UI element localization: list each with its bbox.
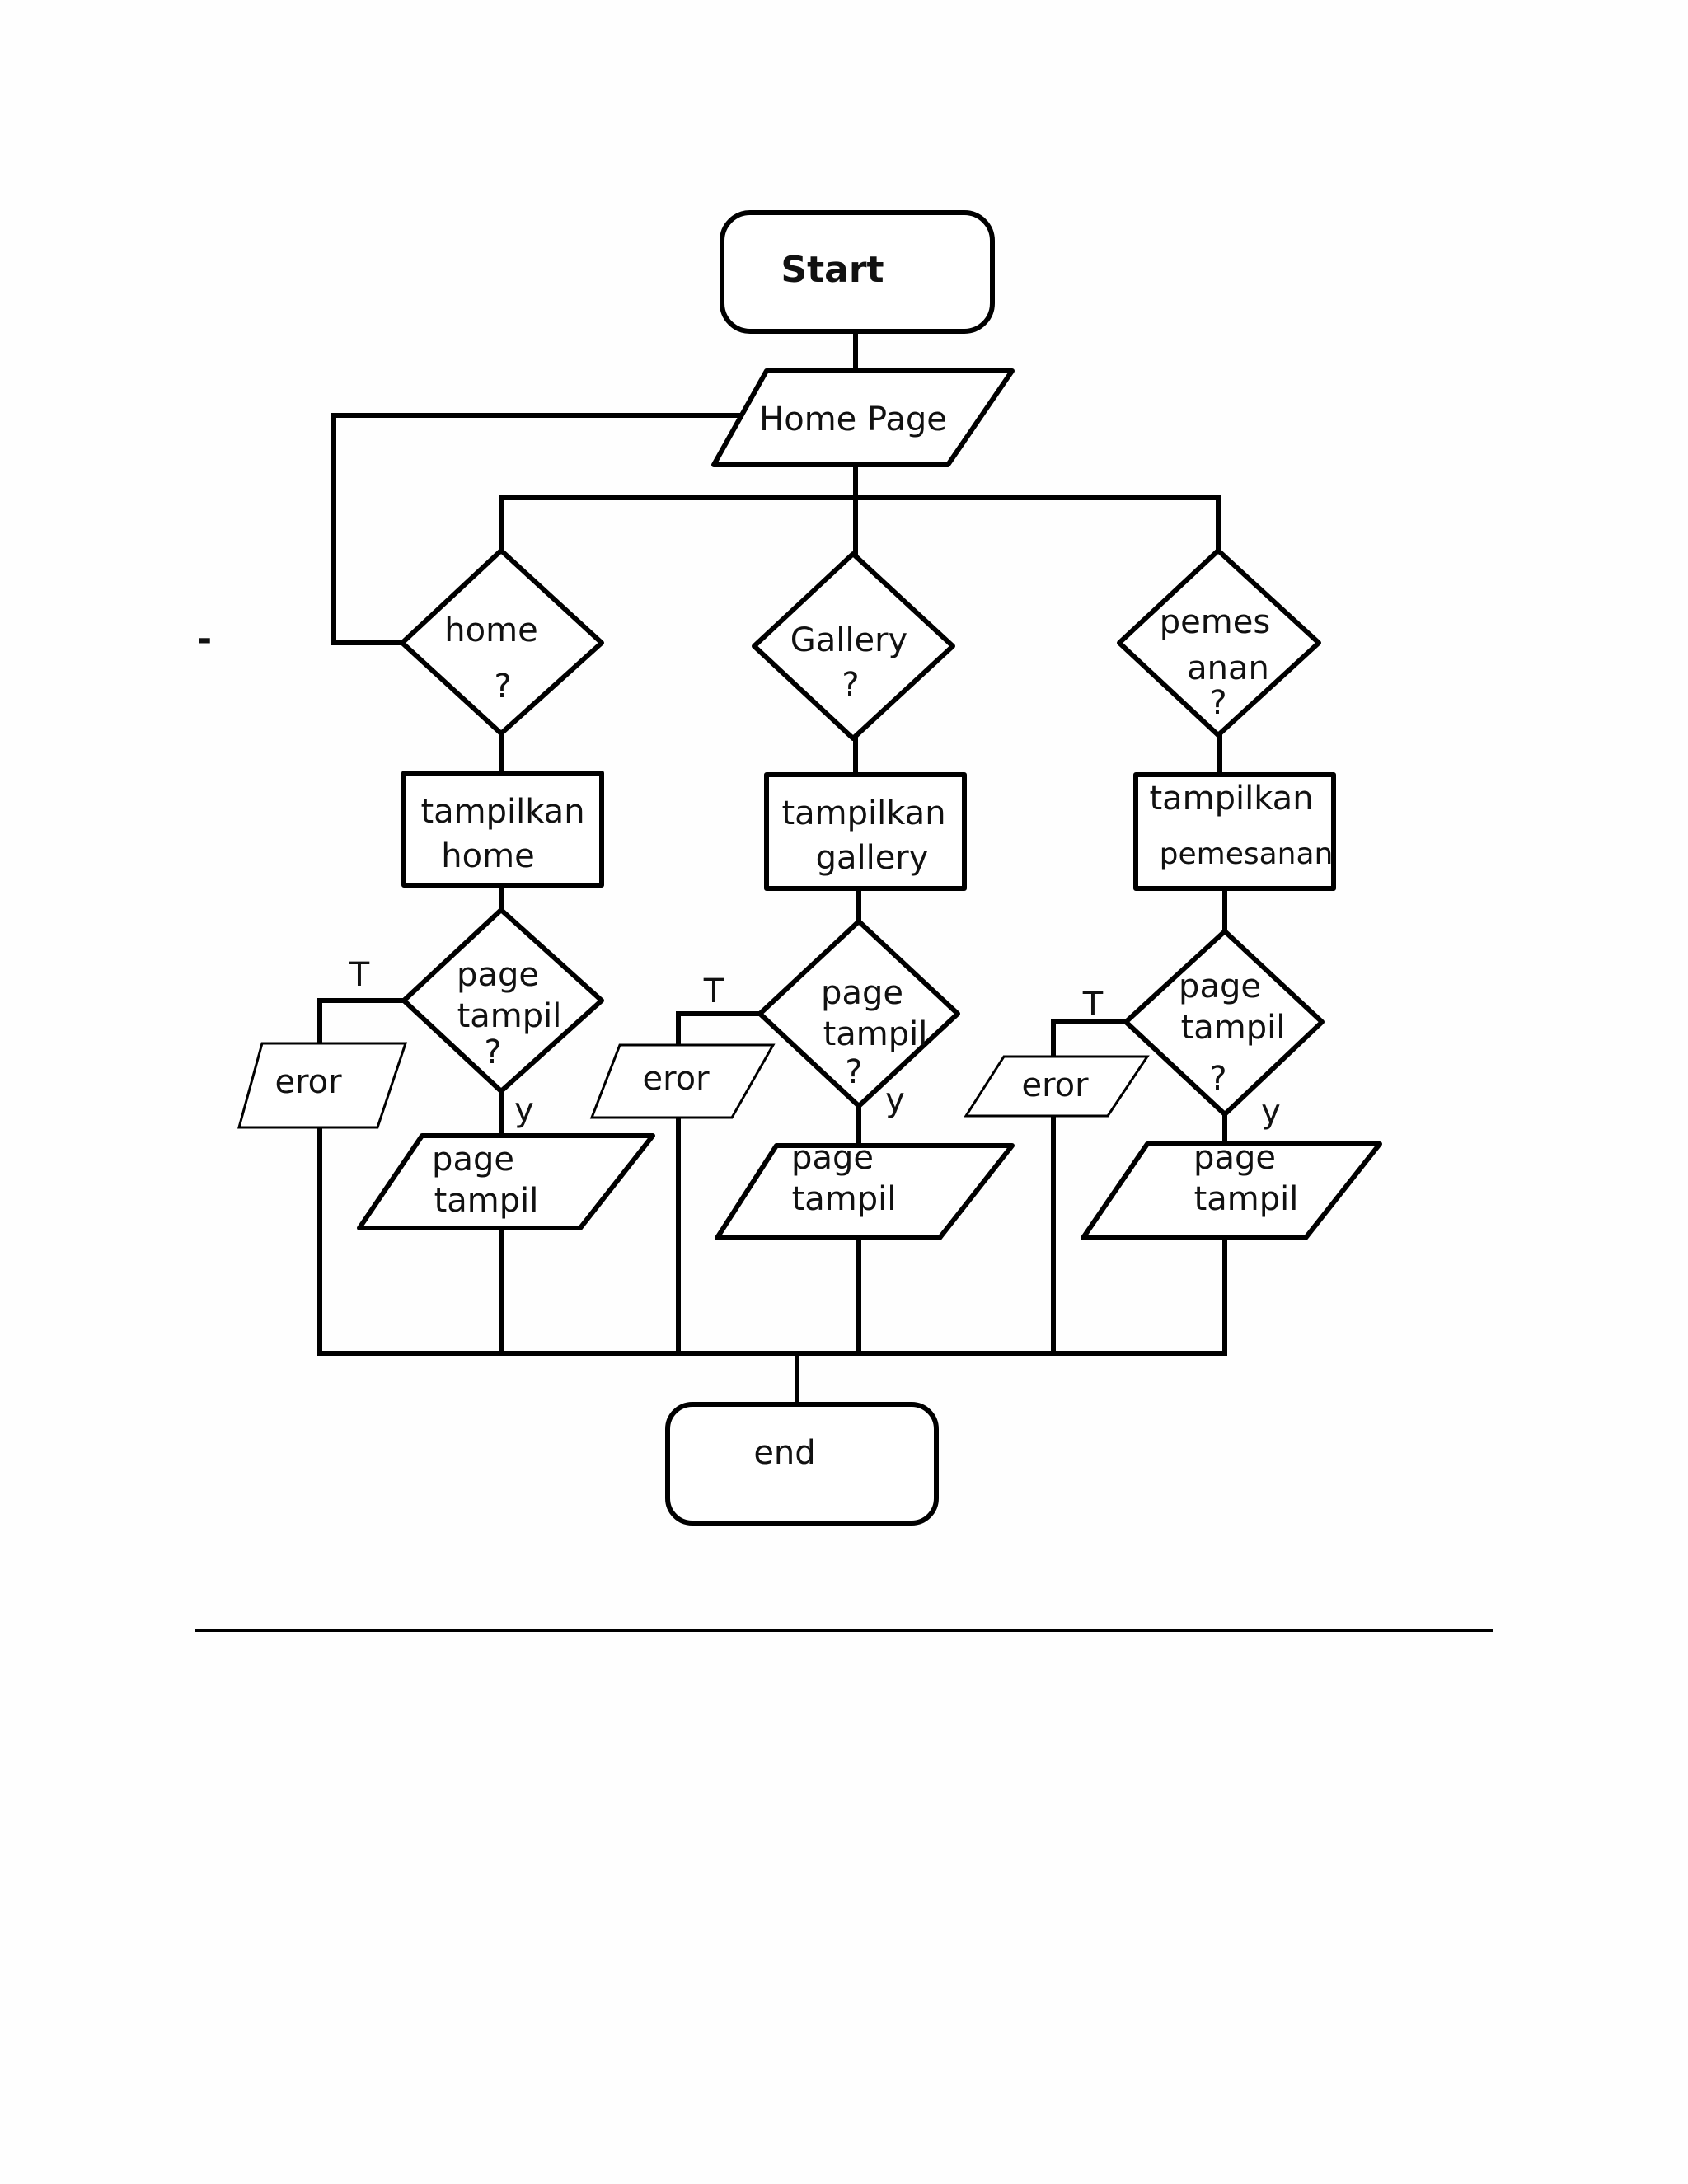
home-page-io: Home Page	[711, 368, 1015, 467]
home-error-io: eror	[237, 1042, 408, 1129]
start-label: Start	[781, 249, 884, 291]
pemesanan-process-line-1: tampilkan	[1149, 780, 1313, 818]
pemesanan-false-label: T	[1082, 986, 1104, 1024]
stray-dash-mark: -	[197, 618, 212, 660]
pemesanan-decision: pemes anan ?	[1117, 548, 1321, 738]
start-terminator: Start	[720, 210, 995, 334]
gallery-process-line-2: gallery	[816, 839, 929, 877]
gallery-error-io: eror	[589, 1043, 776, 1119]
home-error-label: eror	[274, 1063, 342, 1101]
home-output-line-2: tampil	[434, 1182, 539, 1220]
home-decision-label: home	[444, 612, 537, 649]
home-process: tampilkan home	[401, 771, 604, 888]
pemesanan-output-line-1: page	[1193, 1139, 1276, 1177]
gallery-process-line-1: tampilkan	[781, 794, 945, 832]
pemesanan-false-branch	[1051, 1019, 1126, 1062]
home-output-io: page tampil	[357, 1133, 655, 1230]
gallery-false-label: T	[703, 972, 724, 1010]
home-page-label: Home Page	[759, 401, 947, 438]
home-false-branch	[317, 998, 406, 1046]
pemesanan-check-shape	[1123, 929, 1325, 1117]
pemesanan-decision-label-2: anan	[1187, 649, 1269, 687]
home-false-label: T	[349, 956, 370, 994]
home-process-shape	[401, 771, 604, 888]
pemesanan-decision-label-1: pemes	[1160, 603, 1270, 641]
gallery-false-branch	[676, 1011, 762, 1047]
home-check-decision: page tampil ?	[401, 907, 604, 1094]
gallery-output-line-2: tampil	[792, 1180, 897, 1218]
home-process-line-2: home	[441, 837, 534, 875]
gallery-decision-shape	[752, 551, 955, 741]
end-shape	[665, 1402, 939, 1526]
end-terminator: end	[665, 1402, 939, 1526]
pemesanan-process: tampilkan pemesanan	[1133, 772, 1336, 891]
pemesanan-error-shape	[964, 1055, 1150, 1118]
pemesanan-output-line-2: tampil	[1194, 1180, 1299, 1218]
gallery-check-decision: page tampil ?	[757, 919, 960, 1108]
pemesanan-process-line-2: pemesanan	[1160, 837, 1334, 871]
home-process-line-1: tampilkan	[420, 793, 584, 831]
pemesanan-check-line-1: page	[1179, 968, 1261, 1005]
end-label: end	[753, 1434, 815, 1472]
home-output-shape	[357, 1133, 655, 1230]
home-check-shape	[401, 907, 604, 1094]
home-check-question: ?	[484, 1033, 501, 1071]
gallery-error-shape	[589, 1043, 776, 1119]
gallery-check-question: ?	[845, 1053, 862, 1091]
gallery-check-line-2: tampil	[823, 1015, 928, 1053]
pemesanan-check-decision: page tampil ?	[1123, 929, 1325, 1117]
connectors	[317, 329, 1227, 1405]
home-check-line-2: tampil	[457, 997, 562, 1035]
pemesanan-output-io: page tampil	[1081, 1139, 1382, 1240]
gallery-output-line-1: page	[791, 1139, 874, 1177]
home-error-shape	[237, 1042, 408, 1129]
home-loop-back-line	[331, 413, 748, 645]
gallery-decision-question: ?	[842, 666, 859, 704]
pemesanan-output-shape	[1081, 1141, 1382, 1240]
gallery-check-shape	[757, 919, 960, 1108]
gallery-decision-label: Gallery	[790, 621, 907, 659]
gallery-process: tampilkan gallery	[764, 772, 967, 891]
home-decision-question: ?	[494, 668, 511, 705]
home-check-line-1: page	[457, 956, 539, 994]
pemesanan-decision-shape	[1117, 548, 1321, 738]
pemesanan-process-shape	[1133, 772, 1336, 891]
pemesanan-error-io: eror	[964, 1055, 1150, 1118]
gallery-output-io: page tampil	[715, 1139, 1015, 1240]
gallery-process-shape	[764, 772, 967, 891]
start-shape	[720, 210, 995, 334]
home-true-label: y	[514, 1091, 534, 1129]
gallery-true-label: y	[885, 1081, 905, 1119]
home-page-shape	[711, 368, 1015, 467]
gallery-check-line-1: page	[821, 974, 903, 1012]
home-decision-shape	[400, 548, 604, 736]
home-decision: home ?	[400, 548, 604, 736]
gallery-output-shape	[715, 1143, 1015, 1240]
pemesanan-error-label: eror	[1021, 1066, 1089, 1104]
gallery-error-label: eror	[642, 1060, 710, 1098]
pemesanan-check-line-2: tampil	[1181, 1009, 1286, 1047]
gallery-decision: Gallery ?	[752, 551, 955, 741]
home-output-line-1: page	[432, 1141, 514, 1179]
pemesanan-decision-question: ?	[1209, 684, 1226, 722]
pemesanan-true-label: y	[1261, 1093, 1281, 1131]
pemesanan-check-question: ?	[1209, 1060, 1226, 1098]
